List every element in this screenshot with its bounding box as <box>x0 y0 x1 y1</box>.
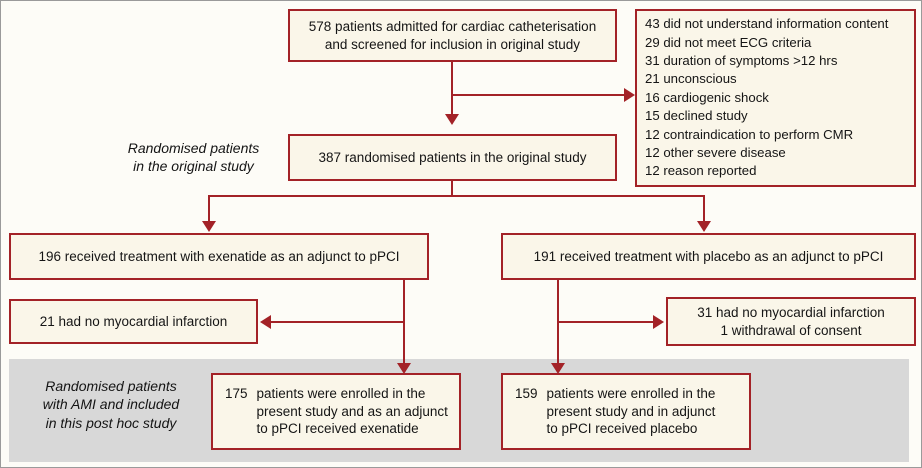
caption-post-hoc-line1: Randomised patients <box>45 378 177 394</box>
box-screened: 578 patients admitted for cardiac cathet… <box>288 9 617 62</box>
box-randomised: 387 randomised patients in the original … <box>288 134 617 181</box>
box-exenatide-final-line1: patients were enrolled in the <box>256 385 426 401</box>
box-placebo-final-content: 159 patients were enrolled in the presen… <box>509 385 743 438</box>
exclusion-item: 21 unconscious <box>645 71 737 87</box>
exclusion-item: 12 other severe disease <box>645 145 786 161</box>
arrowhead-to-placebo-arm <box>697 221 711 232</box>
box-exenatide-final-line3: to pPCI received exenatide <box>256 421 419 437</box>
exclusion-item: 15 declined study <box>645 108 748 124</box>
box-screened-line2: and screened for inclusion in original s… <box>324 36 581 52</box>
box-placebo-excluded-line2: 1 withdrawal of consent <box>720 322 862 338</box>
box-placebo-final-number: 159 <box>515 385 538 401</box>
connector-exenatide-exclusion <box>271 321 405 323</box>
box-exenatide-excluded: 21 had no myocardial infarction <box>9 299 258 344</box>
box-exenatide-arm: 196 received treatment with exenatide as… <box>9 233 429 280</box>
box-placebo-arm-text: 191 received treatment with placebo as a… <box>533 248 884 264</box>
caption-original-study: Randomised patients in the original stud… <box>101 139 286 176</box>
connector-to-placebo-arm <box>703 195 705 223</box>
box-placebo-final-line2: present study and in adjunct <box>546 403 716 419</box>
caption-post-hoc-line2: with AMI and included <box>42 396 180 413</box>
caption-post-hoc-study: Randomised patients with AMI and include… <box>21 377 201 432</box>
box-exenatide-final-content: 175 patients were enrolled in the presen… <box>219 385 453 438</box>
connector-placebo-arm-down <box>557 280 559 372</box>
box-placebo-final-line3: to pPCI received placebo <box>546 421 698 437</box>
box-exenatide-excluded-text: 21 had no myocardial infarction <box>39 313 228 329</box>
exclusion-item: 31 duration of symptoms >12 hrs <box>645 52 838 68</box>
exclusion-item: 12 reason reported <box>645 163 757 179</box>
connector-exenatide-arm-down <box>403 280 405 372</box>
box-randomised-text: 387 randomised patients in the original … <box>318 149 587 165</box>
caption-post-hoc-line3: in this post hoc study <box>45 414 177 431</box>
box-screened-text: 578 patients admitted for cardiac cathet… <box>309 18 596 53</box>
box-exenatide-final-line2: present study and as an adjunct <box>256 403 448 419</box>
arrowhead-to-placebo-final <box>551 363 565 374</box>
arrowhead-to-exenatide-final <box>397 363 411 374</box>
box-placebo-final-text: patients were enrolled in the present st… <box>547 385 743 438</box>
exclusion-item: 12 contraindication to perform CMR <box>645 126 854 142</box>
exclusions-list: 43 did not understand information conten… <box>645 15 914 181</box>
caption-original-study-line2: in the original study <box>133 158 254 175</box>
arrowhead-placebo-exclusion <box>653 315 664 329</box>
box-placebo-final-line1: patients were enrolled in the <box>546 385 716 401</box>
arrowhead-exenatide-exclusion <box>260 315 271 329</box>
box-exenatide-final-number: 175 <box>225 385 248 401</box>
box-placebo-excluded-text: 31 had no myocardial infarction 1 withdr… <box>697 304 885 339</box>
box-exenatide-arm-text: 196 received treatment with exenatide as… <box>38 248 400 264</box>
connector-screened-to-randomised <box>451 62 453 114</box>
arrowhead-screened-to-exclusions <box>624 88 635 102</box>
box-screened-line1: 578 patients admitted for cardiac cathet… <box>308 19 597 35</box>
exclusion-item: 16 cardiogenic shock <box>645 89 769 105</box>
box-placebo-excluded-line1: 31 had no myocardial infarction <box>697 305 885 321</box>
box-exenatide-final-text: patients were enrolled in the present st… <box>257 385 453 438</box>
arrowhead-to-exenatide-arm <box>202 221 216 232</box>
exclusion-item: 29 did not meet ECG criteria <box>645 34 812 50</box>
box-exclusions: 43 did not understand information conten… <box>635 9 916 187</box>
box-placebo-arm: 191 received treatment with placebo as a… <box>501 233 916 280</box>
connector-randomised-stem <box>451 181 453 197</box>
connector-to-exenatide-arm <box>208 195 210 223</box>
connector-screened-to-exclusions <box>451 94 628 96</box>
caption-original-study-line1: Randomised patients <box>127 140 260 156</box>
exclusion-item: 43 did not understand information conten… <box>645 16 889 32</box>
box-placebo-final: 159 patients were enrolled in the presen… <box>501 373 751 450</box>
connector-randomised-split <box>208 195 705 197</box>
connector-placebo-exclusion <box>557 321 655 323</box>
arrowhead-screened-to-randomised <box>445 114 459 125</box>
box-exenatide-final: 175 patients were enrolled in the presen… <box>211 373 461 450</box>
box-placebo-excluded: 31 had no myocardial infarction 1 withdr… <box>666 297 916 346</box>
